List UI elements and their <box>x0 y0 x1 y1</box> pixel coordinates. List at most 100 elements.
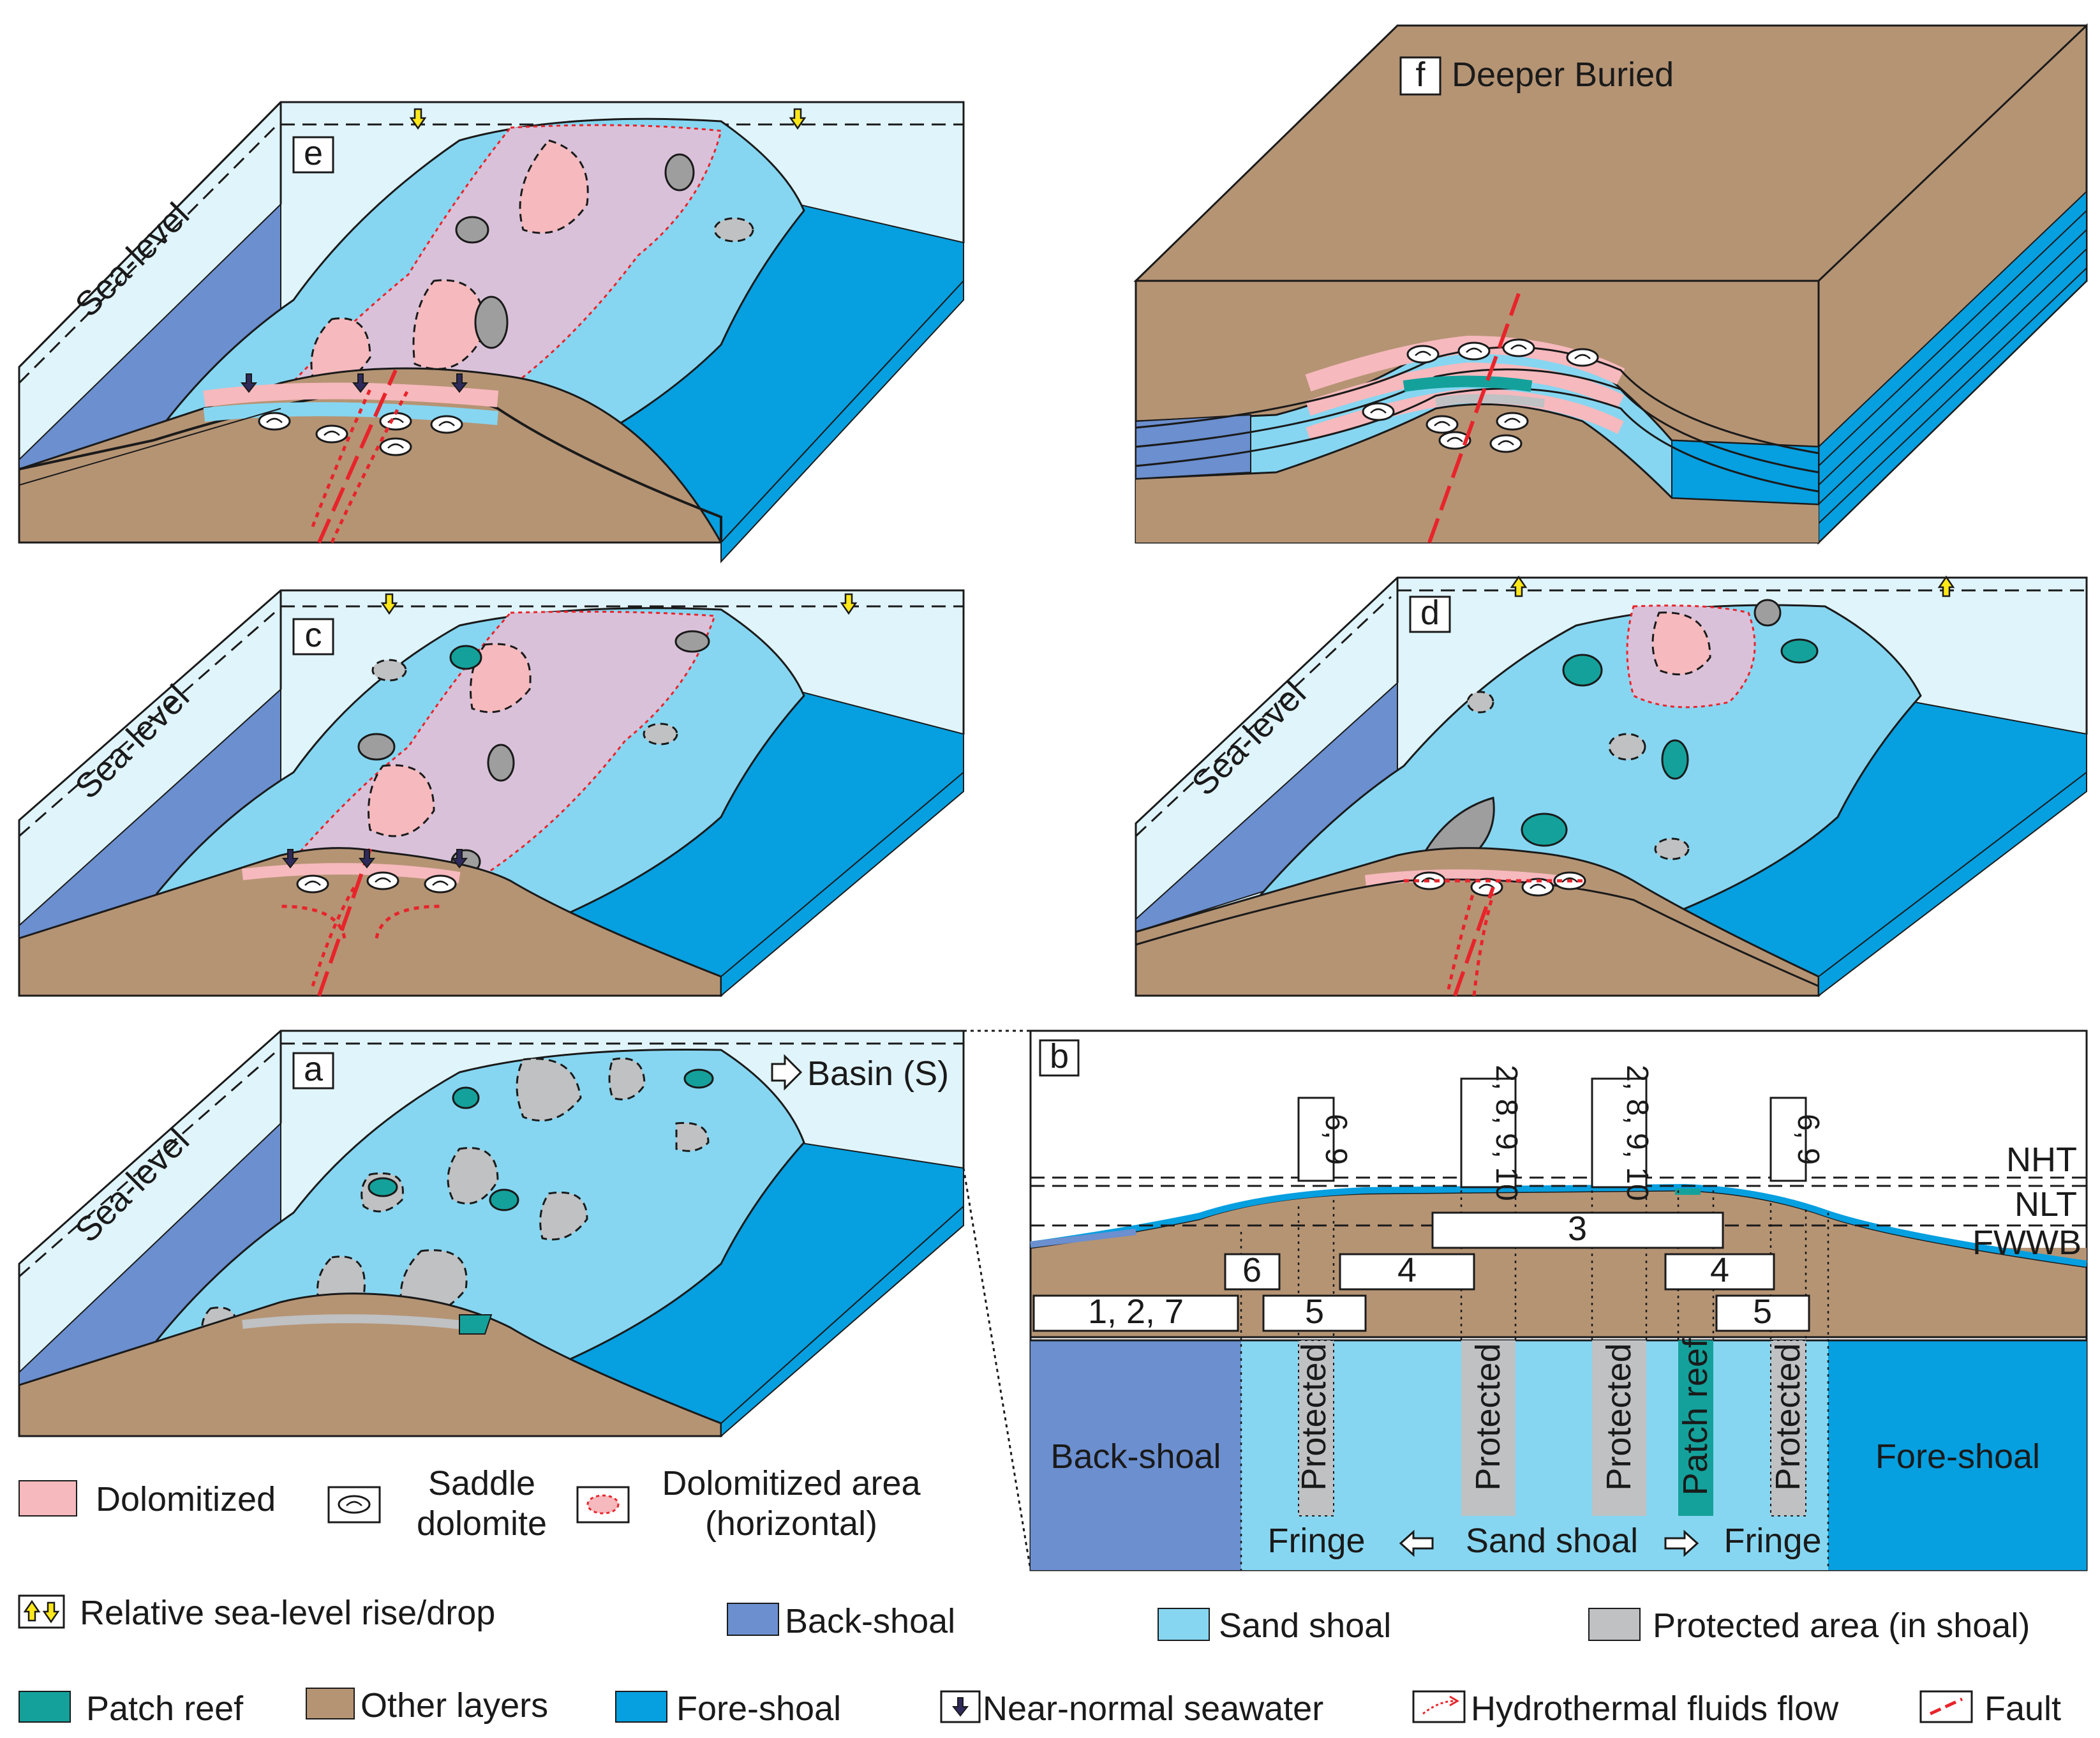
patch-reef <box>683 1068 714 1089</box>
other-layers <box>18 847 722 997</box>
panel-letter: b <box>1050 1037 1069 1075</box>
process-box-5: 5 <box>1753 1292 1772 1331</box>
protected-area <box>539 1191 588 1241</box>
protected-area <box>675 1121 710 1152</box>
protected-area <box>1466 691 1494 714</box>
protected-area <box>713 217 754 243</box>
zone-label-back-shoal: Back-shoal <box>1050 1437 1221 1476</box>
panel-letter-box <box>292 1052 334 1090</box>
direction-arrow-icon <box>771 1054 803 1091</box>
panel-title: Deeper Buried <box>1452 56 1674 94</box>
patch-reef <box>1562 654 1603 687</box>
zone-label-protected: Protected <box>1600 1343 1638 1490</box>
process-box-3: 3 <box>1568 1210 1587 1248</box>
legend-swatch-sand-shoal <box>1158 1608 1210 1641</box>
dolomitized-patch <box>412 279 486 370</box>
patch-reef <box>1780 638 1819 664</box>
protected-area <box>664 153 695 191</box>
panel-letter: e <box>304 134 323 172</box>
level-nht: NHT <box>2006 1141 2077 1179</box>
legend-patch-reef: Patch reef <box>86 1689 244 1728</box>
protected-area <box>474 296 509 349</box>
legend-near-normal-seawater: Near-normal seawater <box>983 1689 1323 1728</box>
fault-icon <box>1919 1690 1973 1723</box>
other-layers <box>18 367 723 544</box>
fore-shoal-zone <box>1828 1340 2087 1570</box>
patch-reef <box>1661 739 1689 780</box>
protected-area <box>674 630 710 653</box>
patch-reef <box>489 1188 519 1211</box>
protected-area <box>1754 599 1782 627</box>
process-box-2-8-9-10: 2, 8, 9, 10 <box>1620 1065 1654 1201</box>
protected-area <box>447 1147 499 1205</box>
panel-letter: a <box>304 1050 324 1088</box>
legend-swatch-back-shoal <box>727 1603 779 1636</box>
legend-dolomitized-area-2: (horizontal) <box>705 1504 877 1543</box>
legend-saddle-dolomite-2: dolomite <box>417 1504 547 1543</box>
hydrothermal-flow <box>311 886 356 987</box>
process-box-4: 4 <box>1710 1251 1729 1289</box>
protected-column <box>1461 1340 1515 1516</box>
legend: Dolomitized Saddle dolomite Dolomitized … <box>18 1464 2061 1728</box>
dolomitized-patch <box>1651 611 1711 676</box>
fault-line <box>317 848 372 996</box>
other-layers <box>1135 847 1820 997</box>
protected-area <box>608 1057 646 1100</box>
process-box-4: 4 <box>1397 1251 1417 1289</box>
back-shoal-zone <box>1031 1340 1241 1570</box>
protected-column <box>1298 1340 1334 1517</box>
legend-swatch-fore-shoal <box>615 1691 667 1723</box>
legend-protected-area: Protected area (in shoal) <box>1653 1607 2030 1645</box>
process-box-1-2-7: 1, 2, 7 <box>1088 1292 1184 1331</box>
legend-swatch-patch-reef <box>19 1691 71 1723</box>
protected-area <box>1608 733 1646 761</box>
panel-letter-box <box>292 618 334 655</box>
level-fwwb: FWWB <box>1972 1224 2081 1262</box>
zone-label-protected: Protected <box>1295 1343 1333 1490</box>
panel-letter: d <box>1420 594 1440 632</box>
process-box-6-9: 6, 9 <box>1791 1114 1825 1165</box>
legend-sand-shoal: Sand shoal <box>1219 1607 1391 1645</box>
level-nlt: NLT <box>2014 1185 2077 1224</box>
legend-saddle-dolomite: Saddle <box>428 1464 535 1502</box>
process-box-6-9: 6, 9 <box>1319 1114 1353 1165</box>
process-box-2-8-9-10: 2, 8, 9, 10 <box>1489 1065 1523 1201</box>
patch-reef <box>452 1086 480 1109</box>
panel-c: c Sea-level <box>18 589 965 998</box>
process-box-5: 5 <box>1305 1292 1324 1331</box>
panel-letter-box <box>1409 596 1451 633</box>
zone-label-protected: Protected <box>1469 1343 1507 1490</box>
basin-label: Basin (S) <box>807 1054 949 1093</box>
process-box-6: 6 <box>1242 1251 1262 1289</box>
protected-area <box>455 216 489 244</box>
legend-hydrothermal-flow: Hydrothermal fluids flow <box>1471 1689 1839 1728</box>
protected-area <box>357 733 396 761</box>
protected-column <box>1770 1340 1806 1517</box>
left-arrow-icon <box>1399 1529 1434 1557</box>
dolomitized-patch <box>519 139 589 234</box>
hydrothermal-flow <box>311 388 372 527</box>
panel-b: NHT NLT FWWB Protected Protected Pr <box>1029 1030 2088 1571</box>
patch-reef <box>449 645 482 670</box>
zone-label-patch-reef: Patch reef <box>1676 1338 1715 1495</box>
legend-back-shoal: Back-shoal <box>785 1602 955 1640</box>
protected-column <box>1592 1340 1646 1516</box>
protected-area <box>516 1058 582 1122</box>
zone-label-sand-shoal: Sand shoal <box>1466 1522 1638 1560</box>
protected-area <box>371 659 407 682</box>
legend-other-layers: Other layers <box>361 1686 548 1725</box>
panel-e: e Sea-level <box>18 101 965 564</box>
panel-letter: f <box>1415 56 1426 94</box>
panel-d: d Sea-level <box>1135 576 2088 998</box>
legend-fault: Fault <box>1985 1689 2061 1728</box>
patch-reef <box>1521 813 1568 847</box>
zone-label-protected: Protected <box>1769 1343 1807 1490</box>
dolomitized-patch <box>470 643 532 714</box>
legend-fore-shoal: Fore-shoal <box>676 1689 841 1728</box>
legend-swatch-protected <box>1588 1608 1641 1641</box>
fault-line <box>1453 887 1495 996</box>
panel-a: a Sea-level Basin (S) <box>18 1030 965 1438</box>
dolomitized-patch <box>310 317 371 384</box>
legend-sea-level-change: Relative sea-level rise/drop <box>80 1594 495 1632</box>
